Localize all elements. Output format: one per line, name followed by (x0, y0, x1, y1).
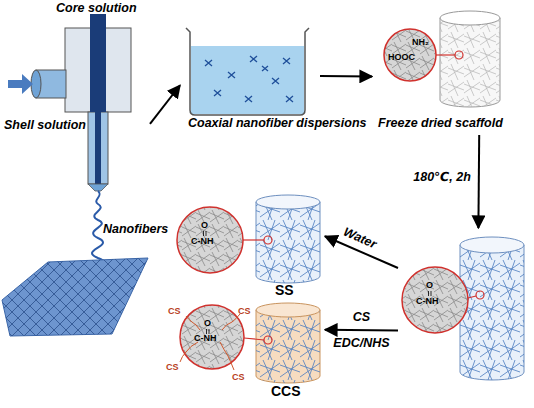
step-caption: Coaxial nanofiber dispersions (188, 116, 367, 131)
process-arrow (325, 329, 398, 332)
chemical-label: CS (232, 372, 245, 383)
dispersion-step: Coaxial nanofiber dispersions (180, 22, 320, 137)
ss-scaffold-step: SS O C-NH (170, 192, 325, 300)
chemical-label: NH₂ (412, 37, 429, 48)
chemical-label: O (426, 280, 433, 291)
process-arrow (320, 75, 372, 77)
freeze-dried-scaffold (384, 11, 500, 107)
ccs-scaffold-step: CCS O C-NH CS CS CS CS (165, 302, 325, 405)
step-caption: Freeze dried scaffold (378, 116, 503, 131)
chemical-label: C-NH (416, 296, 439, 307)
arrow-label: 180℃, 2h (413, 168, 471, 183)
process-arrow (477, 135, 480, 228)
chemical-label: HOOC (388, 52, 415, 63)
chemical-label: CS (238, 306, 251, 317)
ccs-scaffold (180, 303, 320, 383)
crosslinked-scaffold (402, 237, 524, 380)
process-arrow (150, 85, 180, 124)
crosslinked-scaffold-step: O C-NH (398, 228, 532, 388)
arrow-label: Water (341, 225, 378, 252)
chemical-label: CS (168, 306, 181, 317)
chemical-label: O (204, 318, 211, 329)
step-caption: Nanofibers (103, 222, 168, 237)
arrow-label: CS EDC/NHS (331, 304, 393, 356)
electrospinning-device (2, 14, 148, 336)
ss-scaffold (177, 195, 320, 283)
sample-name: CCS (271, 383, 301, 400)
sample-name: SS (275, 282, 294, 299)
scaffold-step: Freeze dried scaffold HOOC NH₂ (372, 5, 532, 135)
beaker (186, 28, 309, 115)
step-caption: Shell solution (4, 118, 86, 133)
chemical-label: C-NH (191, 236, 214, 247)
chemical-label: O (201, 220, 208, 231)
electrospinning-step: Core solutionShell solutionNanofibers (0, 0, 150, 335)
chemical-label: CS (166, 362, 179, 373)
step-caption: Core solution (56, 1, 137, 16)
chemical-label: C-NH (194, 333, 217, 344)
